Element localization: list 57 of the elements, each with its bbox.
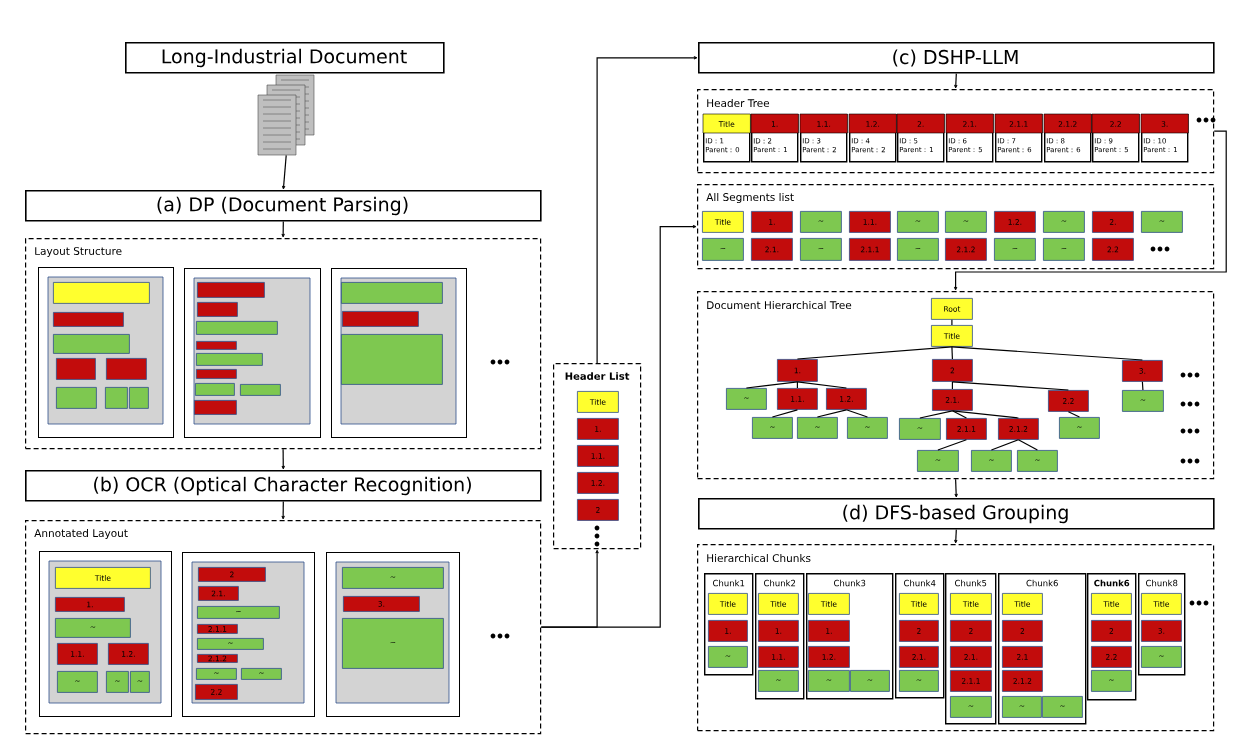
arrow [540,224,697,628]
layout-block [196,369,237,379]
tree-line [951,346,1143,361]
tree-line [1067,411,1080,418]
tree-line [937,439,967,451]
tree-line [951,381,953,390]
layout-block [129,387,149,409]
arrow [954,529,958,544]
tree-line [796,346,953,360]
tree-line [745,381,798,389]
layout-block [341,334,443,385]
layout-block [53,312,124,327]
layout-block [195,383,235,396]
tree-line [845,409,868,418]
layout-block [341,282,443,304]
tree-line [951,410,1019,419]
arrow [596,56,698,364]
layout-block [56,387,97,409]
layout-block [105,387,128,409]
arrow [281,448,285,470]
layout-block [53,282,150,304]
stage-title-box: (d) DFS-based Grouping [698,498,1215,530]
arrow [953,130,1227,291]
tree-line [816,409,847,418]
layout-block [197,302,238,317]
stage-title-box: (a) DP (Document Parsing) [25,190,542,222]
arrow [281,221,285,238]
tree-line [796,381,847,389]
layout-block [56,358,96,380]
document-stack-drawing [257,74,315,156]
tree-line [1017,439,1038,451]
layout-block [240,384,281,396]
stage-title-box: (b) OCR (Optical Character Recognition) [25,470,542,502]
layout-block [342,311,419,327]
layout-block [196,341,237,350]
tree-line [771,409,798,418]
stage-title-box: Long-Industrial Document [125,42,445,74]
tree-line [951,410,967,419]
tree-line [951,381,1069,391]
tree-line [990,439,1019,451]
dashed-panel: Layout Structure [25,238,542,450]
layout-block [196,353,263,366]
layout-block [196,321,278,335]
layout-block [194,400,237,415]
tree-line [951,346,953,360]
layout-block [197,282,265,298]
arrow [281,154,287,190]
layout-block [53,334,130,354]
tree-line [1141,381,1144,391]
stage-title-box: (c) DSHP-LLM [698,42,1215,74]
arrow [954,73,958,89]
layout-block [106,358,147,380]
tree-line [919,410,953,419]
arrow [954,478,958,498]
arrow [281,501,285,520]
tree-line [951,319,953,326]
tree-line [796,381,798,389]
